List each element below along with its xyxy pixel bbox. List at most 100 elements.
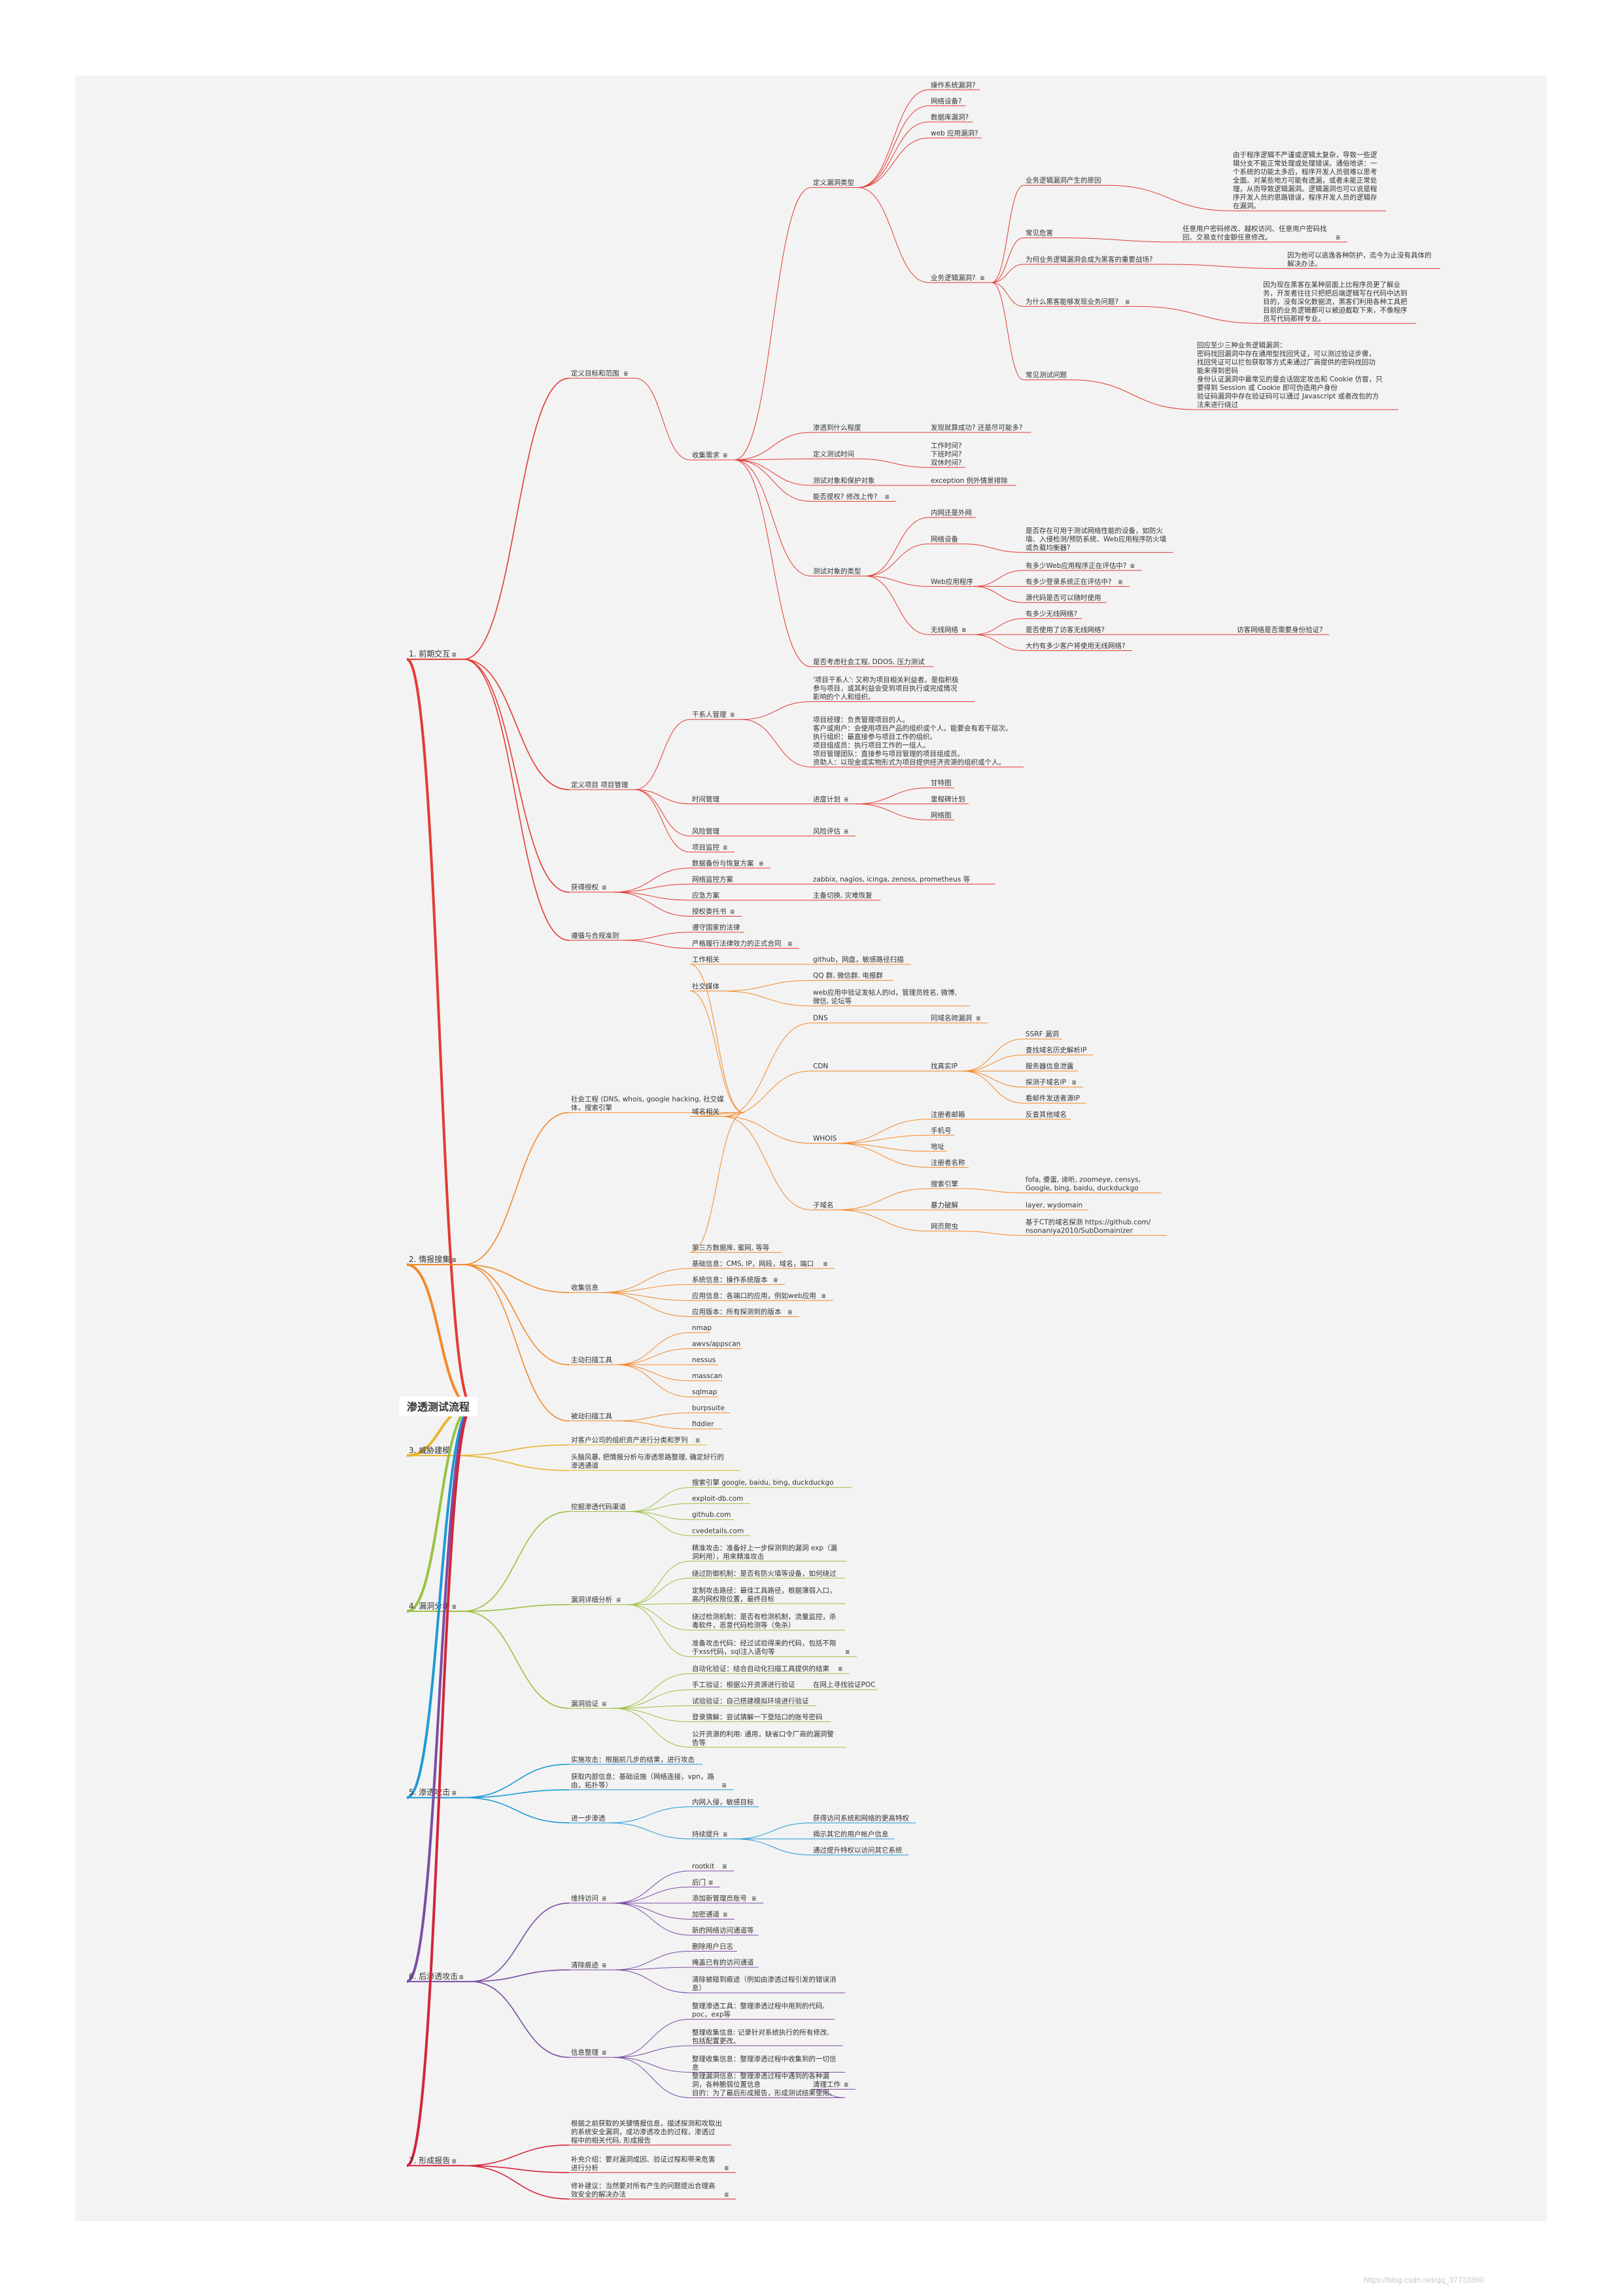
node-label[interactable]: exploit-db.com bbox=[692, 1495, 743, 1503]
node-label[interactable]: 时间管理 bbox=[692, 795, 719, 803]
node-label[interactable]: 主动扫描工具 bbox=[571, 1356, 612, 1364]
node-label[interactable]: fofa, 傻蛋, 谛听, zoomeye, censys,Google, bi… bbox=[1026, 1175, 1141, 1192]
note-icon[interactable]: ≣ bbox=[773, 1277, 778, 1284]
note-icon[interactable]: ≣ bbox=[708, 1880, 714, 1886]
node-label[interactable]: 手工验证：根据公开资源进行验证 bbox=[692, 1681, 795, 1689]
node-label[interactable]: 严格履行法律效力的正式合同 bbox=[692, 939, 782, 948]
node-label[interactable]: 在网上寻找验证POC bbox=[813, 1681, 875, 1689]
main-branch-label[interactable]: 2. 情报搜集 bbox=[409, 1254, 450, 1264]
note-icon[interactable]: ≣ bbox=[730, 909, 735, 915]
node-label[interactable]: 网络设备? bbox=[931, 97, 962, 105]
node-label[interactable]: 补充介绍：要对漏洞成因、验证过程和带来危害进行分析 bbox=[571, 2155, 716, 2172]
note-icon[interactable]: ≣ bbox=[787, 1309, 793, 1316]
note-icon[interactable]: ≣ bbox=[602, 1896, 607, 1902]
main-branch-label[interactable]: 1. 前期交互 bbox=[409, 649, 450, 659]
node-label[interactable]: 由于程序逻辑不严谨或逻辑太复杂，导致一些逻辑分支不能正常处理或处理错误。通俗地讲… bbox=[1233, 150, 1377, 210]
node-label[interactable]: 服务器信息泄露 bbox=[1026, 1062, 1074, 1070]
note-icon[interactable]: ≣ bbox=[1071, 1080, 1077, 1087]
node-label[interactable]: 有多少登录系统正在评估中? bbox=[1026, 577, 1112, 586]
node-label[interactable]: 收集信息 bbox=[571, 1284, 598, 1292]
node-label[interactable]: 系统信息：操作系统版本 bbox=[692, 1275, 768, 1284]
note-icon[interactable]: ≣ bbox=[602, 2050, 607, 2057]
node-label[interactable]: 被动扫描工具 bbox=[571, 1412, 612, 1420]
node-label[interactable]: 头脑风暴, 把情报分析与渗透思路整理, 确定好行的渗透通道 bbox=[571, 1453, 724, 1470]
node-label[interactable]: 测试对象和保护对象 bbox=[813, 476, 875, 485]
note-icon[interactable]: ≣ bbox=[723, 1832, 728, 1838]
node-label[interactable]: 根据之前获取的关键情报信息，描述探测和攻取出的系统安全漏洞，成功渗透攻击的过程，… bbox=[571, 2119, 722, 2145]
node-label[interactable]: 常见测试问题 bbox=[1026, 371, 1067, 379]
node-label[interactable]: 源代码是否可以随时使用 bbox=[1026, 593, 1101, 602]
node-label[interactable]: 域名相关 bbox=[692, 1107, 719, 1115]
node-label[interactable]: 社会工程 (DNS, whois, google hacking, 社交媒体，搜… bbox=[571, 1095, 724, 1112]
node-label[interactable]: 定义目标和范围 bbox=[571, 369, 619, 377]
node-label[interactable]: 无线网络 bbox=[931, 625, 958, 634]
main-branch-label[interactable]: 6. 后渗透攻击 bbox=[409, 1971, 458, 1981]
node-label[interactable]: 发现就算成功? 还是尽可能多? bbox=[931, 423, 1022, 432]
main-branch-label[interactable]: 3. 威胁建模 bbox=[409, 1445, 450, 1455]
node-label[interactable]: 是否存在可用于测试网络性能的设备，如防火墙、入侵检测/预防系统、Web应用程序防… bbox=[1026, 526, 1167, 552]
node-label[interactable]: 定制攻击路径：最佳工具路径，根据薄弱入口，高内网权限位置，最终目标 bbox=[692, 1586, 837, 1603]
node-label[interactable]: web应用中验证发帖人的id，管理员姓名, 微博,微信, 论坛等 bbox=[813, 989, 957, 1006]
node-label[interactable]: 网页爬虫 bbox=[931, 1223, 958, 1231]
note-icon[interactable]: ≣ bbox=[721, 1783, 727, 1789]
node-label[interactable]: 绕过防御机制：是否有防火墙等设备，如何绕过 bbox=[692, 1569, 837, 1577]
node-label[interactable]: 同域名跨漏洞 bbox=[931, 1014, 972, 1023]
node-label[interactable]: WHOIS bbox=[813, 1135, 837, 1143]
node-label[interactable]: 获得访问系统和网络的更高特权 bbox=[813, 1813, 909, 1822]
node-label[interactable]: fiddler bbox=[692, 1420, 714, 1428]
note-icon[interactable]: ≣ bbox=[1125, 299, 1130, 306]
node-label[interactable]: 整理渗透工具：整理渗透过程中用到的代码,poc，exp等 bbox=[692, 2002, 825, 2019]
node-label[interactable]: 准备攻击代码：经过试验得来的代码，包括不限于xss代码，sql注入语句等 bbox=[692, 1639, 837, 1656]
node-label[interactable]: 获取内部信息：基础设施（网络连接，vpn，路由，拓扑等） bbox=[571, 1772, 715, 1789]
node-label[interactable]: '项目干系人': 又称为项目相关利益者。是指积极参与项目，或其利益会受到项目执行… bbox=[813, 676, 959, 701]
note-icon[interactable]: ≣ bbox=[451, 652, 457, 659]
node-label[interactable]: 掩盖已有的访问通道 bbox=[692, 1958, 754, 1967]
node-label[interactable]: 大约有多少客户将使用无线网络? bbox=[1026, 642, 1126, 650]
node-label[interactable]: 手机号 bbox=[931, 1126, 952, 1134]
note-icon[interactable]: ≣ bbox=[1336, 235, 1341, 241]
note-icon[interactable]: ≣ bbox=[616, 1598, 621, 1604]
node-label[interactable]: 新的网络访问通道等 bbox=[692, 1926, 754, 1935]
node-label[interactable]: 社交媒体 bbox=[692, 982, 719, 990]
node-label[interactable]: 暴力破解 bbox=[931, 1200, 958, 1209]
node-label[interactable]: 甘特图 bbox=[931, 779, 952, 787]
node-label[interactable]: 是否使用了访客无线网络? bbox=[1026, 625, 1105, 634]
node-label[interactable]: 清除痕迹 bbox=[571, 1961, 598, 1969]
note-icon[interactable]: ≣ bbox=[844, 797, 849, 803]
note-icon[interactable]: ≣ bbox=[759, 861, 764, 867]
node-label[interactable]: 登录猜解：尝试猜解一下登陆口的账号密码 bbox=[692, 1713, 823, 1721]
node-label[interactable]: 里程碑计划 bbox=[931, 795, 965, 803]
node-label[interactable]: 能否提权? 修改上传? bbox=[813, 492, 877, 500]
node-label[interactable]: 是否考虑社会工程, DDOS, 压力测试 bbox=[813, 657, 925, 666]
node-label[interactable]: 主备切换, 灾难恢复 bbox=[813, 891, 872, 900]
node-label[interactable]: 为何业务逻辑漏洞会成为黑客的重要战场? bbox=[1026, 255, 1153, 264]
node-label[interactable]: 清理工作 bbox=[813, 2080, 840, 2088]
node-label[interactable]: 为什么黑客能够发现业务问题? bbox=[1026, 297, 1118, 306]
note-icon[interactable]: ≣ bbox=[722, 1864, 727, 1870]
node-label[interactable]: 精准攻击：准备好上一步探测到的漏洞 exp（漏洞利用），用来精准攻击 bbox=[692, 1543, 837, 1560]
note-icon[interactable]: ≣ bbox=[1130, 563, 1135, 570]
node-label[interactable]: 整理收集信息: 记录针对系统执行的所有修改,包括配置更改。 bbox=[692, 2028, 829, 2045]
note-icon[interactable]: ≣ bbox=[723, 1912, 728, 1918]
node-label[interactable]: 访客网络是否需要身份验证? bbox=[1237, 625, 1323, 634]
node-label[interactable]: masscan bbox=[692, 1373, 722, 1380]
note-icon[interactable]: ≣ bbox=[724, 2165, 729, 2172]
node-label[interactable]: 修补建议：当然要对所有产生的问题提出合理高效安全的解决办法 bbox=[571, 2181, 716, 2198]
node-label[interactable]: 任意用户密码修改、越权访问、任意用户密码找回、交易支付金额任意修改。 bbox=[1183, 224, 1327, 241]
note-icon[interactable]: ≣ bbox=[623, 371, 629, 377]
node-label[interactable]: 操作系统漏洞? bbox=[931, 80, 976, 89]
main-branch-label[interactable]: 5. 渗透攻击 bbox=[409, 1787, 450, 1797]
node-label[interactable]: 维持访问 bbox=[571, 1894, 598, 1902]
node-label[interactable]: 整理收集信息：整理渗透过程中收集到的一切信息 bbox=[692, 2054, 837, 2071]
node-label[interactable]: 干系人管理 bbox=[692, 710, 727, 719]
note-icon[interactable]: ≣ bbox=[451, 1791, 457, 1797]
node-label[interactable]: github.com bbox=[692, 1511, 731, 1519]
node-label[interactable]: 因为他可以逃逸各种防护，迄今为止没有具体的解决办法。 bbox=[1287, 251, 1432, 268]
node-label[interactable]: 定义测试时间 bbox=[813, 449, 854, 458]
node-label[interactable]: 工作时间?下班时间?双休时间? bbox=[931, 441, 962, 466]
node-label[interactable]: 因为现在黑客在某种层面上比程序员更了解业务，开发者往往只把把后端逻辑写在代码中达… bbox=[1263, 280, 1408, 323]
node-label[interactable]: 数据备份与恢复方案 bbox=[692, 859, 754, 867]
node-label[interactable]: 地址 bbox=[931, 1142, 945, 1151]
note-icon[interactable]: ≣ bbox=[976, 1016, 981, 1023]
note-icon[interactable]: ≣ bbox=[723, 845, 728, 851]
